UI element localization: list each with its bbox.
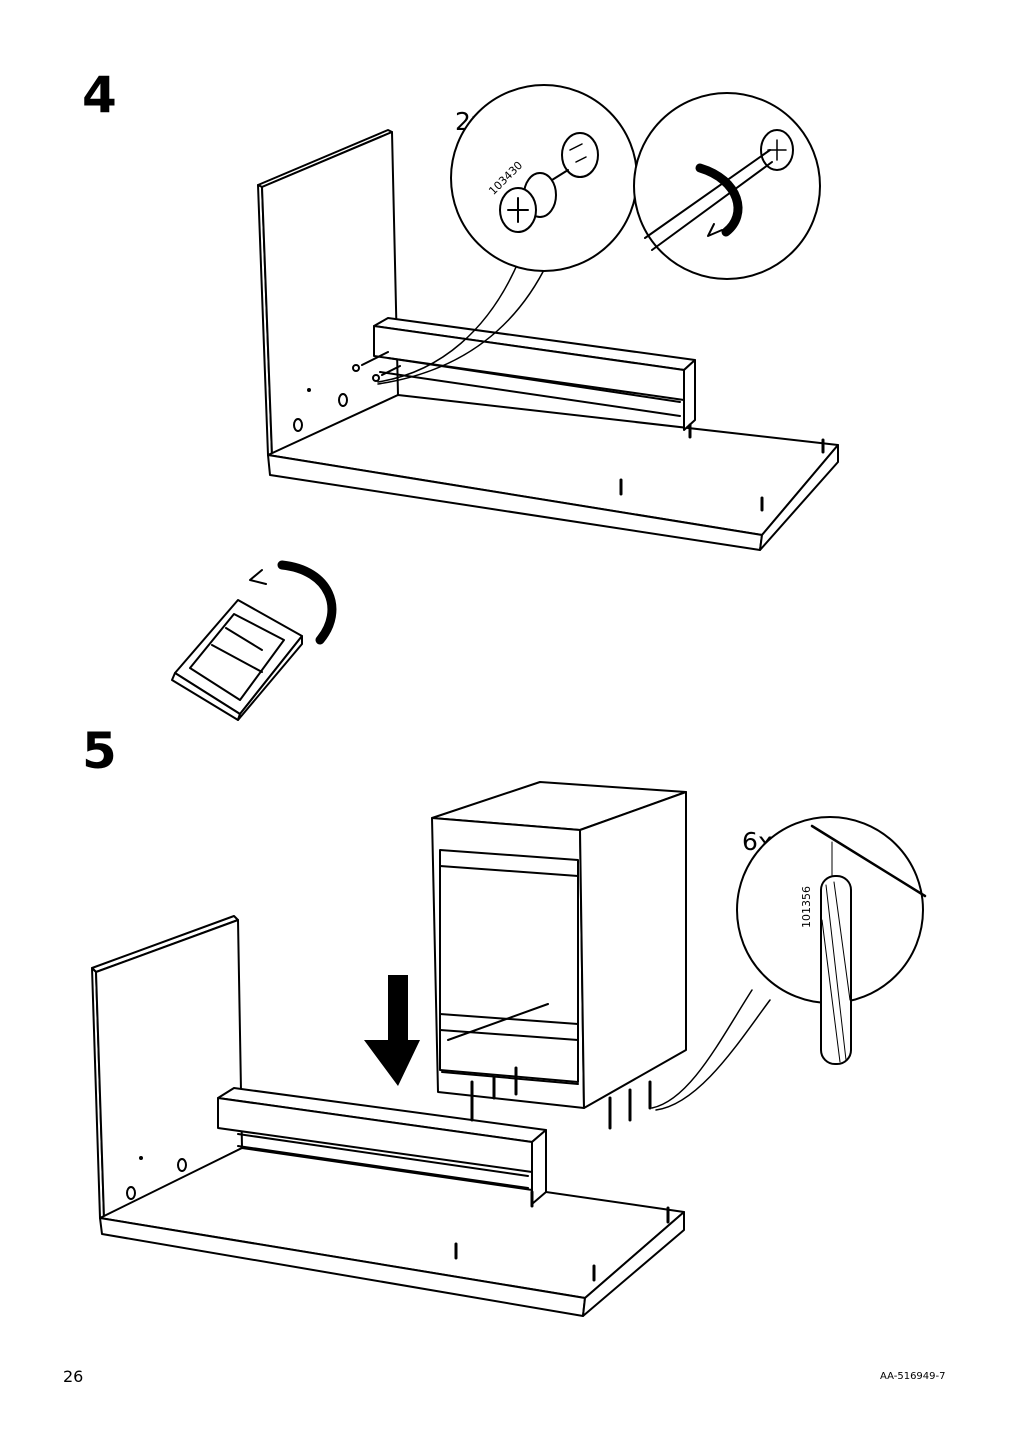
screwdriver-turn-detail-bubble (633, 92, 821, 280)
flip-cabinet-icon (171, 560, 337, 721)
step-4-number: 4 (82, 66, 117, 124)
dowel-detail-bubble: 101356 (736, 816, 927, 1065)
cam-lock-detail-bubble: 103430 (450, 84, 638, 272)
document-code: AA-516949-7 (880, 1371, 946, 1382)
step-5-number: 5 (82, 722, 117, 780)
step-4-cabinet-illustration (257, 129, 839, 551)
down-arrow-icon (364, 975, 420, 1086)
page-number: 26 (63, 1367, 84, 1386)
step-5-cabinet-illustration (91, 915, 685, 1317)
dowel-part-number: 101356 (800, 886, 813, 928)
step-5-cabinet-frame (431, 781, 771, 1130)
